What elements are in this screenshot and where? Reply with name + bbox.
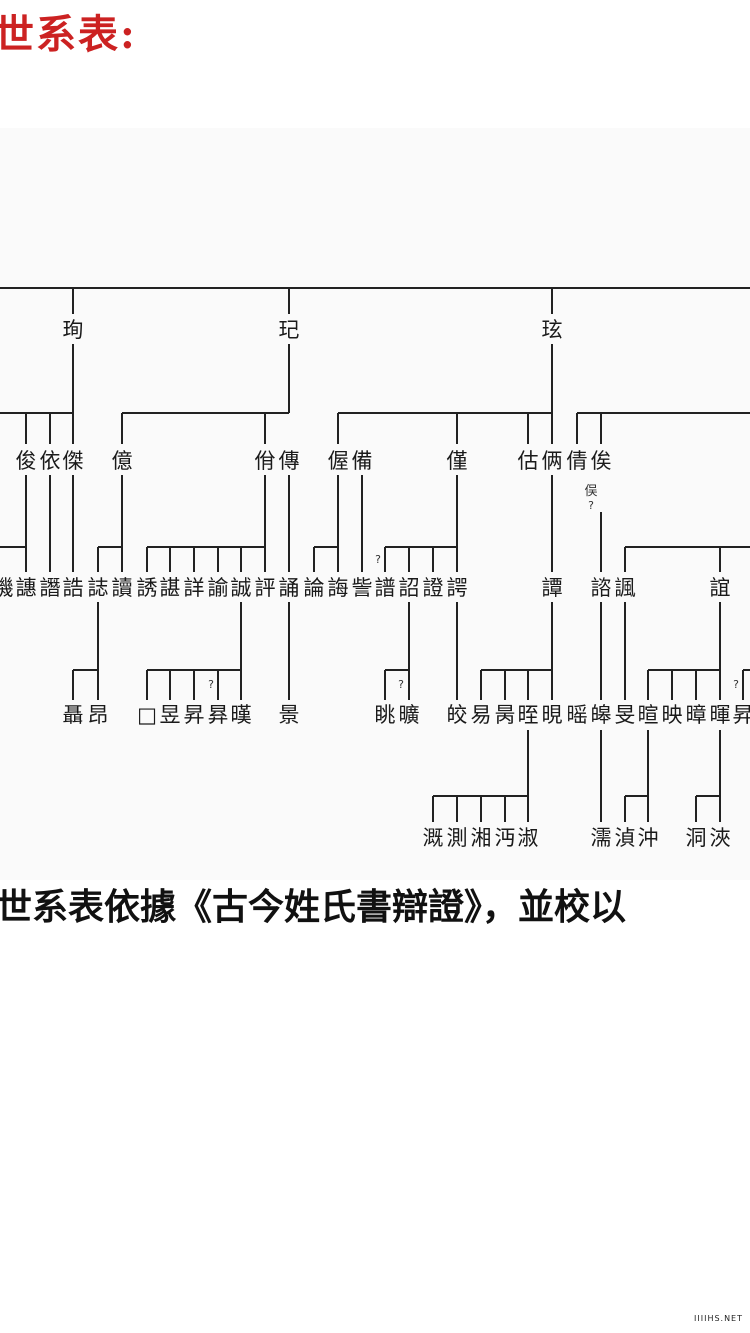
gen4-node: 昺 bbox=[495, 703, 516, 727]
gen5-node: 溉 bbox=[423, 826, 444, 850]
gen4-node: 暵 bbox=[231, 703, 252, 727]
genealogy-tree: 珣 玘 玹 俊 依 傑 億 佾 傳 偓 備 僅 估 俩 倩 俟 俣 ? 譏 譓 … bbox=[0, 287, 750, 850]
gen3-node: 譏 bbox=[0, 576, 14, 600]
gen3-node: 讀 bbox=[112, 576, 133, 600]
gen3-node: 譖 bbox=[40, 576, 61, 600]
gen3-node: 詔 bbox=[399, 576, 420, 600]
gen2-node: 偓 bbox=[328, 449, 349, 473]
gen3-node: 論 bbox=[304, 576, 325, 600]
gen3-node: 譓 bbox=[16, 576, 37, 600]
gen3-node: 誼 bbox=[710, 576, 731, 600]
gen5-node: 沔 bbox=[495, 826, 516, 850]
uncertain-mark: ? bbox=[208, 678, 214, 691]
gen5-node: 濡 bbox=[591, 826, 612, 850]
gen3-node: 評 bbox=[255, 576, 276, 600]
uncertain-mark: ? bbox=[375, 553, 381, 566]
gen3-node: 譚 bbox=[542, 576, 563, 600]
watermark: IIIIHS.NET bbox=[694, 1314, 743, 1323]
gen4-node: 景 bbox=[279, 703, 300, 727]
gen5-node: 浹 bbox=[710, 826, 731, 850]
diagram-panel bbox=[0, 128, 750, 880]
gen2-node: 俩 bbox=[542, 449, 563, 473]
gen2-node: 億 bbox=[112, 449, 133, 473]
gen2-node: 依 bbox=[40, 449, 61, 473]
uncertain-mark: ? bbox=[398, 678, 404, 691]
gen2-node: 估 bbox=[518, 449, 539, 473]
gen4-node: 映 bbox=[662, 703, 683, 727]
gen5-node: 湘 bbox=[471, 826, 492, 850]
gen2-node: 佾 bbox=[255, 449, 276, 473]
gen2-node: 倩 bbox=[567, 449, 588, 473]
tree-lines bbox=[0, 287, 750, 822]
gen4-node: 曠 bbox=[399, 703, 420, 727]
gen4-node: 皞 bbox=[591, 703, 612, 727]
gen5-node: 洞 bbox=[686, 826, 707, 850]
gen4-node: 暲 bbox=[686, 703, 707, 727]
gen3-node: 證 bbox=[423, 576, 444, 600]
gen3-node: 誠 bbox=[231, 576, 252, 600]
gen2-node: 傳 bbox=[279, 449, 300, 473]
gen5-node: 沖 bbox=[638, 826, 659, 850]
gen1-node: 玘 bbox=[279, 318, 300, 342]
gen2-node: 俊 bbox=[16, 449, 37, 473]
gen4-node: 易 bbox=[471, 703, 492, 727]
uncertain-mark: ? bbox=[733, 678, 739, 691]
gen3-node: 誨 bbox=[328, 576, 349, 600]
gen5-node: 湞 bbox=[615, 826, 636, 850]
gen2-node: 傑 bbox=[63, 449, 84, 473]
gen4-node: 昱 bbox=[160, 703, 181, 727]
gen2-node-small: 俣 bbox=[584, 484, 597, 499]
gen3-node: 諤 bbox=[447, 576, 468, 600]
gen3-node: 誦 bbox=[279, 576, 300, 600]
gen4-node: 昇 bbox=[733, 703, 750, 727]
page-title: 世系表: bbox=[0, 11, 137, 58]
gen2-node: 僅 bbox=[447, 449, 468, 473]
gen1-node: 珣 bbox=[63, 318, 84, 342]
gen1-node: 玹 bbox=[542, 318, 563, 342]
gen4-node: 暉 bbox=[710, 703, 731, 727]
gen4-node: 昪 bbox=[208, 703, 229, 727]
gen4-node: 晛 bbox=[542, 703, 563, 727]
gen3-node: 誥 bbox=[63, 576, 84, 600]
gen4-node: □ bbox=[137, 703, 157, 727]
gen3-node: 諭 bbox=[208, 576, 229, 600]
gen5-node: 測 bbox=[447, 826, 468, 850]
gen3-node: 諮 bbox=[591, 576, 612, 600]
gen3-node: 譜 bbox=[375, 576, 396, 600]
gen4-node: 聶 bbox=[63, 703, 84, 727]
gen4-node: 眺 bbox=[375, 703, 396, 727]
gen3-node: 訾 bbox=[352, 576, 373, 600]
gen4-node: 暚 bbox=[567, 703, 588, 727]
gen4-node: 晊 bbox=[518, 703, 539, 727]
caption-text: 世系表依據《古今姓氏書辯證》，並校以 bbox=[0, 886, 627, 928]
gen4-node: 皎 bbox=[447, 703, 468, 727]
gen3-node: 諷 bbox=[615, 576, 636, 600]
gen4-node: 旻 bbox=[615, 703, 636, 727]
gen4-node: 暄 bbox=[638, 703, 659, 727]
uncertain-mark: ? bbox=[588, 499, 594, 512]
gen4-node: 昂 bbox=[88, 703, 109, 727]
gen3-node: 詳 bbox=[184, 576, 205, 600]
gen2-node: 俟 bbox=[591, 449, 612, 473]
gen2-node: 備 bbox=[352, 449, 373, 473]
gen3-node: 諶 bbox=[160, 576, 181, 600]
gen3-node: 誘 bbox=[137, 576, 158, 600]
gen4-node: 昇 bbox=[184, 703, 205, 727]
gen5-node: 淑 bbox=[518, 826, 539, 850]
tree-labels: 珣 玘 玹 俊 依 傑 億 佾 傳 偓 備 僅 估 俩 倩 俟 俣 ? 譏 譓 … bbox=[0, 318, 750, 850]
gen3-node: 誌 bbox=[88, 576, 109, 600]
